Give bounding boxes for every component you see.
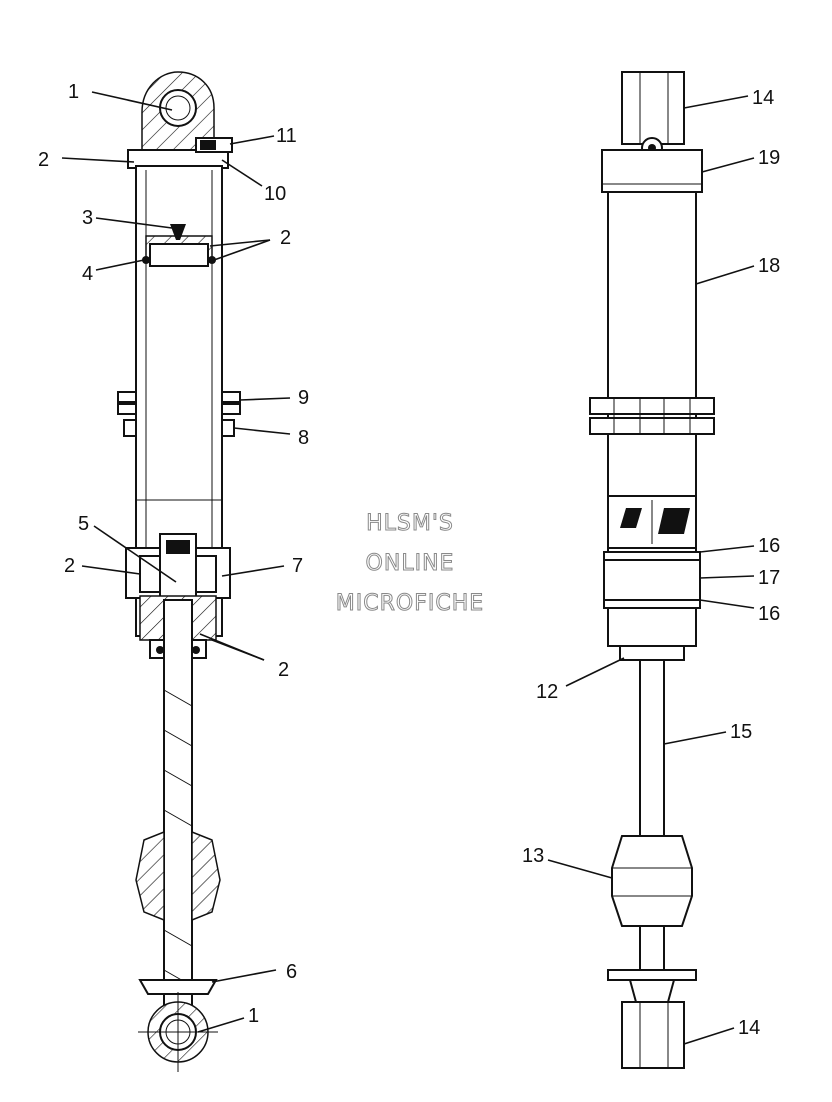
watermark: HLSM'S ONLINE MICROFICHE bbox=[335, 511, 484, 617]
callout-left-2-seal: 2 bbox=[64, 555, 75, 577]
callout-right-16-upper: 16 bbox=[758, 535, 780, 557]
callout-right-18: 18 bbox=[758, 255, 780, 277]
watermark-line-2: ONLINE bbox=[366, 551, 455, 576]
callout-left-1-top: 1 bbox=[68, 81, 79, 103]
callout-left-6: 6 bbox=[286, 961, 297, 983]
callout-left-1-bottom: 1 bbox=[248, 1005, 259, 1027]
callout-left-2-bottom: 2 bbox=[278, 659, 289, 681]
callout-left-9: 9 bbox=[298, 387, 309, 409]
callout-left-2-piston: 2 bbox=[280, 227, 291, 249]
callout-left-3: 3 bbox=[82, 207, 93, 229]
callout-right-17: 17 bbox=[758, 567, 780, 589]
leader-lines bbox=[61, 91, 755, 1045]
exterior-shock bbox=[589, 71, 715, 1069]
callout-right-14-top: 14 bbox=[752, 87, 774, 109]
callout-left-5: 5 bbox=[78, 513, 89, 535]
callout-right-16-lower: 16 bbox=[758, 603, 780, 625]
cross-section-shock bbox=[117, 71, 241, 1072]
callout-right-12: 12 bbox=[536, 681, 558, 703]
callout-left-10: 10 bbox=[264, 183, 286, 205]
callout-left-4: 4 bbox=[82, 263, 93, 285]
watermark-line-3: MICROFICHE bbox=[336, 591, 484, 616]
callout-left-8: 8 bbox=[298, 427, 309, 449]
watermark-line-1: HLSM'S bbox=[366, 511, 454, 536]
callout-left-11: 11 bbox=[276, 125, 297, 147]
callout-right-15: 15 bbox=[730, 721, 752, 743]
callout-left-7: 7 bbox=[292, 555, 303, 577]
callout-right-13: 13 bbox=[522, 845, 544, 867]
callout-left-2-top: 2 bbox=[38, 149, 49, 171]
callout-right-19: 19 bbox=[758, 147, 780, 169]
callout-right-14-bottom: 14 bbox=[738, 1017, 760, 1039]
callout-labels: 1 2 11 10 3 2 4 9 8 5 2 7 2 6 1 14 19 18… bbox=[38, 81, 780, 1039]
